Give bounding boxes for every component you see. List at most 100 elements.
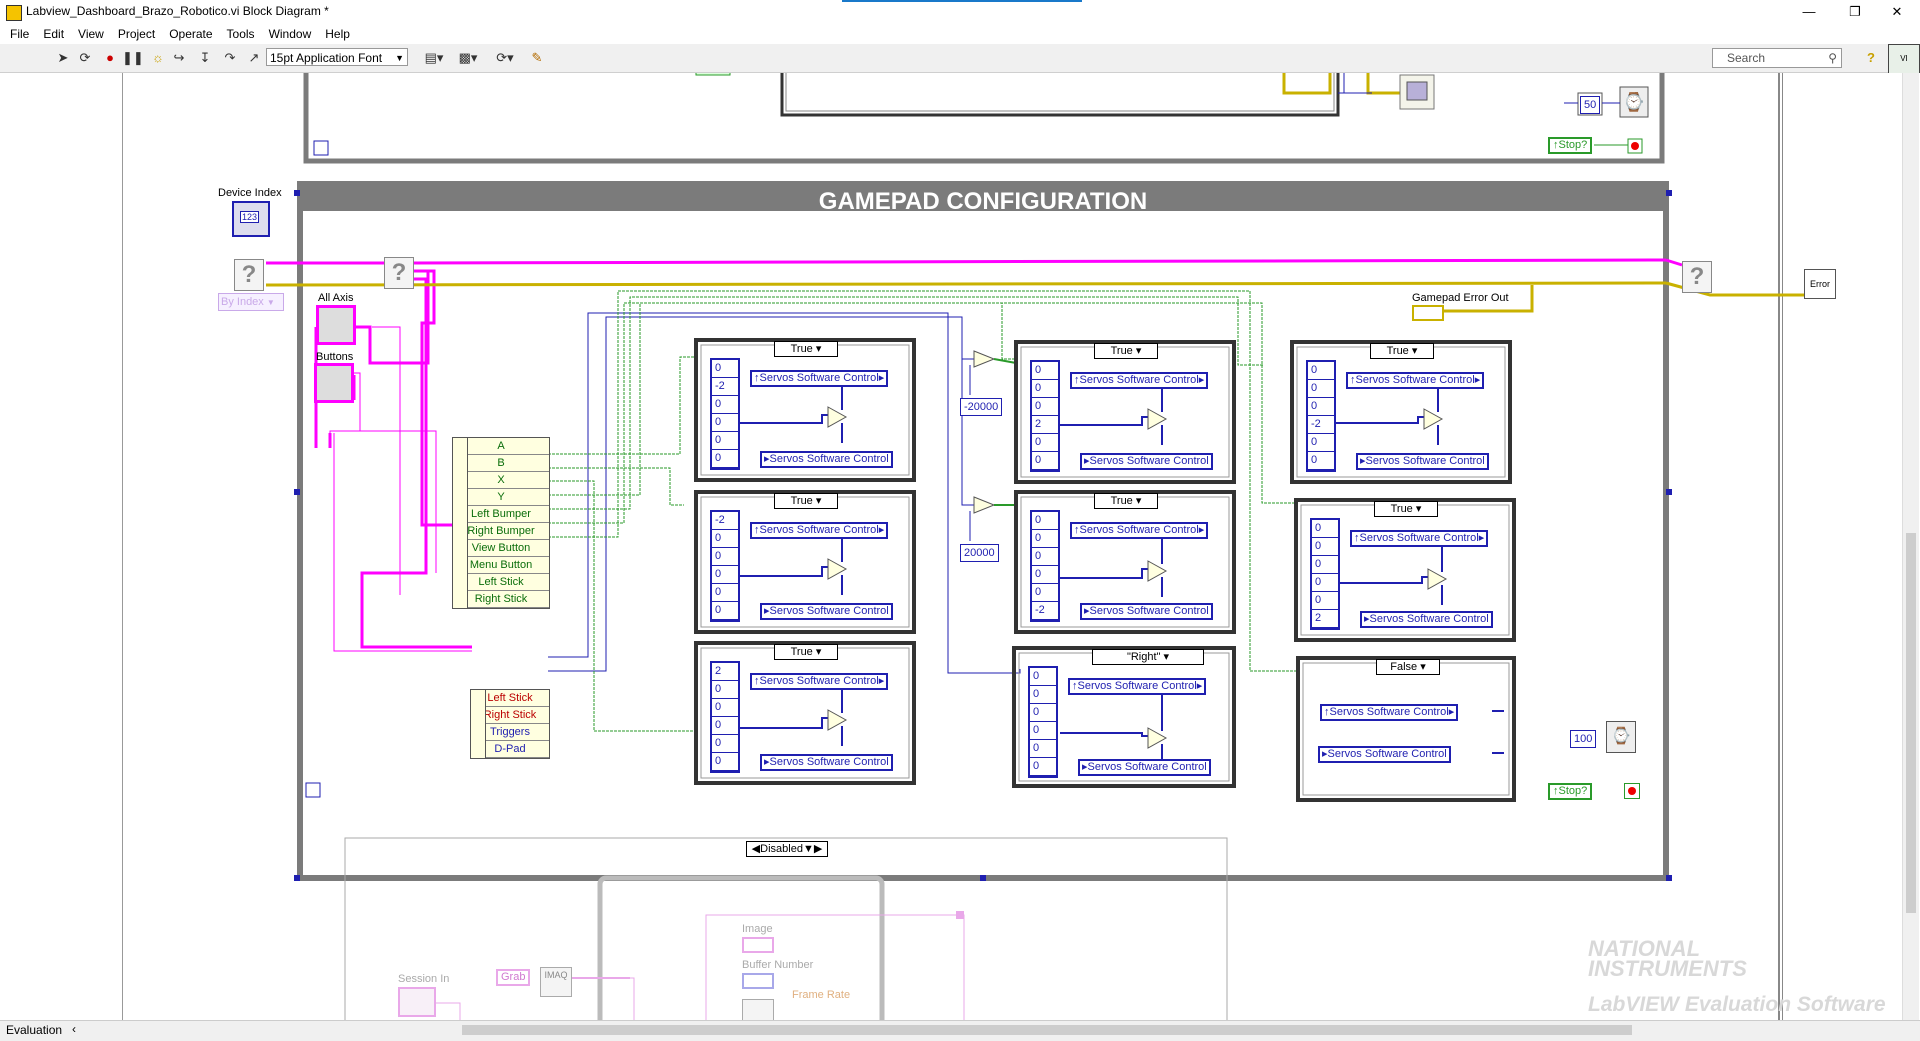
servos-software-control-local-read-4[interactable]: ↑Servos Software Control▸ <box>1070 372 1209 389</box>
gamepad-stop-button-icon[interactable] <box>1624 783 1640 799</box>
array-element[interactable]: 0 <box>1308 380 1334 398</box>
case-selector-9[interactable]: False ▾ <box>1376 659 1440 675</box>
align-objects-icon[interactable]: ▤▾ <box>424 50 444 65</box>
servos-software-control-local-write-2[interactable]: ▸Servos Software Control <box>760 603 893 620</box>
array-element[interactable]: 0 <box>712 735 738 753</box>
array-element[interactable]: 0 <box>1312 574 1338 592</box>
array-element[interactable]: 0 <box>1032 398 1058 416</box>
retain-wire-values-icon[interactable]: ↪ <box>173 50 185 65</box>
array-element[interactable]: 2 <box>712 663 738 681</box>
menu-tools[interactable]: Tools <box>226 27 255 41</box>
disabled-case-selector[interactable]: ◀Disabled▼▶ <box>746 841 828 857</box>
servos-software-control-local-write-5[interactable]: ▸Servos Software Control <box>1080 603 1213 620</box>
array-element[interactable]: 0 <box>712 699 738 717</box>
menu-operate[interactable]: Operate <box>169 27 213 41</box>
array-element[interactable]: 0 <box>712 584 738 602</box>
array-element[interactable]: 0 <box>1032 434 1058 452</box>
menu-edit[interactable]: Edit <box>43 27 65 41</box>
servos-software-control-local-read-5[interactable]: ↑Servos Software Control▸ <box>1070 522 1209 539</box>
case-selector-4[interactable]: True ▾ <box>1094 343 1158 359</box>
case-selector-5[interactable]: True ▾ <box>1094 493 1158 509</box>
case-selector-7[interactable]: True ▾ <box>1370 343 1434 359</box>
horizontal-scroll-thumb[interactable] <box>462 1025 1632 1035</box>
servos-software-control-local-write-3[interactable]: ▸Servos Software Control <box>760 754 893 771</box>
servos-software-control-local-write-6[interactable]: ▸Servos Software Control <box>1078 759 1211 776</box>
device-index-control[interactable]: 123 <box>232 201 270 237</box>
servos-software-control-local-read-1[interactable]: ↑Servos Software Control▸ <box>750 370 889 387</box>
distribute-objects-icon[interactable]: ▩▾ <box>458 50 478 65</box>
menu-help[interactable]: Help <box>325 27 350 41</box>
array-element[interactable]: 0 <box>1312 520 1338 538</box>
vertical-scrollbar[interactable] <box>1902 73 1919 1020</box>
servos-software-control-local-write-1[interactable]: ▸Servos Software Control <box>760 451 893 468</box>
array-element[interactable]: 0 <box>1032 566 1058 584</box>
run-continuously-icon[interactable]: ⟳ <box>79 50 91 65</box>
scroll-left-arrow-icon[interactable]: ‹ <box>72 1022 76 1036</box>
array-element[interactable]: 0 <box>712 717 738 735</box>
grab-constant[interactable]: Grab <box>496 969 531 986</box>
array-element[interactable]: 0 <box>1032 530 1058 548</box>
menu-project[interactable]: Project <box>117 27 156 41</box>
abort-icon[interactable]: ● <box>106 50 114 65</box>
servos-software-control-local-read-8[interactable]: ↑Servos Software Control▸ <box>1350 530 1489 547</box>
servos-software-control-local-read-2[interactable]: ↑Servos Software Control▸ <box>750 522 889 539</box>
by-index-selector[interactable]: By Index ▼ <box>218 293 284 311</box>
array-element[interactable]: 0 <box>1030 668 1056 686</box>
array-element[interactable]: -2 <box>1308 416 1334 434</box>
gamepad-error-out-indicator[interactable] <box>1412 305 1444 321</box>
block-diagram-canvas[interactable]: 50 ⌚ ↑Stop? GAMEPAD CONFIGURATION Device… <box>0 73 1920 1020</box>
array-element[interactable]: 0 <box>1032 380 1058 398</box>
top-stop-terminal[interactable]: ↑Stop? <box>1548 137 1593 154</box>
array-element[interactable]: 0 <box>1032 362 1058 380</box>
array-element[interactable]: 0 <box>712 414 738 432</box>
servos-software-control-local-write-4[interactable]: ▸Servos Software Control <box>1080 453 1213 470</box>
array-element[interactable]: -2 <box>1032 602 1058 620</box>
array-element[interactable]: 2 <box>1032 416 1058 434</box>
array-element[interactable]: 0 <box>1032 548 1058 566</box>
step-out-icon[interactable]: ↗ <box>248 50 260 65</box>
array-element[interactable]: 0 <box>712 753 738 771</box>
array-element[interactable]: 0 <box>1308 452 1334 470</box>
array-element[interactable]: 0 <box>712 681 738 699</box>
servos-software-control-local-read-3[interactable]: ↑Servos Software Control▸ <box>750 673 889 690</box>
array-element[interactable]: 0 <box>1030 722 1056 740</box>
servos-software-control-local-read-9[interactable]: ↑Servos Software Control▸ <box>1320 704 1459 721</box>
array-element[interactable]: -2 <box>712 512 738 530</box>
array-element[interactable]: 0 <box>1032 512 1058 530</box>
array-element[interactable]: 0 <box>712 602 738 620</box>
servos-software-control-local-write-8[interactable]: ▸Servos Software Control <box>1360 611 1493 628</box>
cleanup-diagram-icon[interactable]: ✎ <box>531 50 543 65</box>
menu-view[interactable]: View <box>78 27 104 41</box>
buttons-indicator[interactable] <box>314 363 354 403</box>
menu-file[interactable]: File <box>10 27 30 41</box>
gamepad-wait-ms-constant[interactable]: 100 <box>1570 730 1597 748</box>
array-element[interactable]: 0 <box>712 396 738 414</box>
buffer-number-indicator[interactable] <box>742 973 774 989</box>
array-element[interactable]: 0 <box>1032 584 1058 602</box>
array-element[interactable]: 0 <box>1030 740 1056 758</box>
case-selector-6[interactable]: "Right" ▾ <box>1092 649 1204 665</box>
horizontal-scrollbar[interactable] <box>82 1023 1882 1037</box>
step-over-icon[interactable]: ↷ <box>224 50 236 65</box>
run-arrow-icon[interactable]: ➤ <box>57 50 69 65</box>
array-element[interactable]: 0 <box>1030 704 1056 722</box>
highlight-execution-icon[interactable]: ☼ <box>152 50 164 65</box>
vertical-scroll-thumb[interactable] <box>1906 533 1916 913</box>
all-axis-indicator[interactable] <box>316 305 356 345</box>
array-element[interactable]: 0 <box>1308 398 1334 416</box>
array-element[interactable]: 0 <box>712 530 738 548</box>
case-selector-8[interactable]: True ▾ <box>1374 501 1438 517</box>
array-element[interactable]: 0 <box>712 450 738 468</box>
help-icon[interactable]: ? <box>1867 50 1875 65</box>
array-element[interactable]: 0 <box>712 566 738 584</box>
search-input[interactable]: Search⚲ <box>1712 48 1842 68</box>
array-element[interactable]: 0 <box>1030 686 1056 704</box>
case-selector-3[interactable]: True ▾ <box>774 644 838 660</box>
array-element[interactable]: 0 <box>1308 362 1334 380</box>
array-element[interactable]: 0 <box>1312 592 1338 610</box>
servos-software-control-local-write-7[interactable]: ▸Servos Software Control <box>1356 453 1489 470</box>
menu-window[interactable]: Window <box>268 27 312 41</box>
